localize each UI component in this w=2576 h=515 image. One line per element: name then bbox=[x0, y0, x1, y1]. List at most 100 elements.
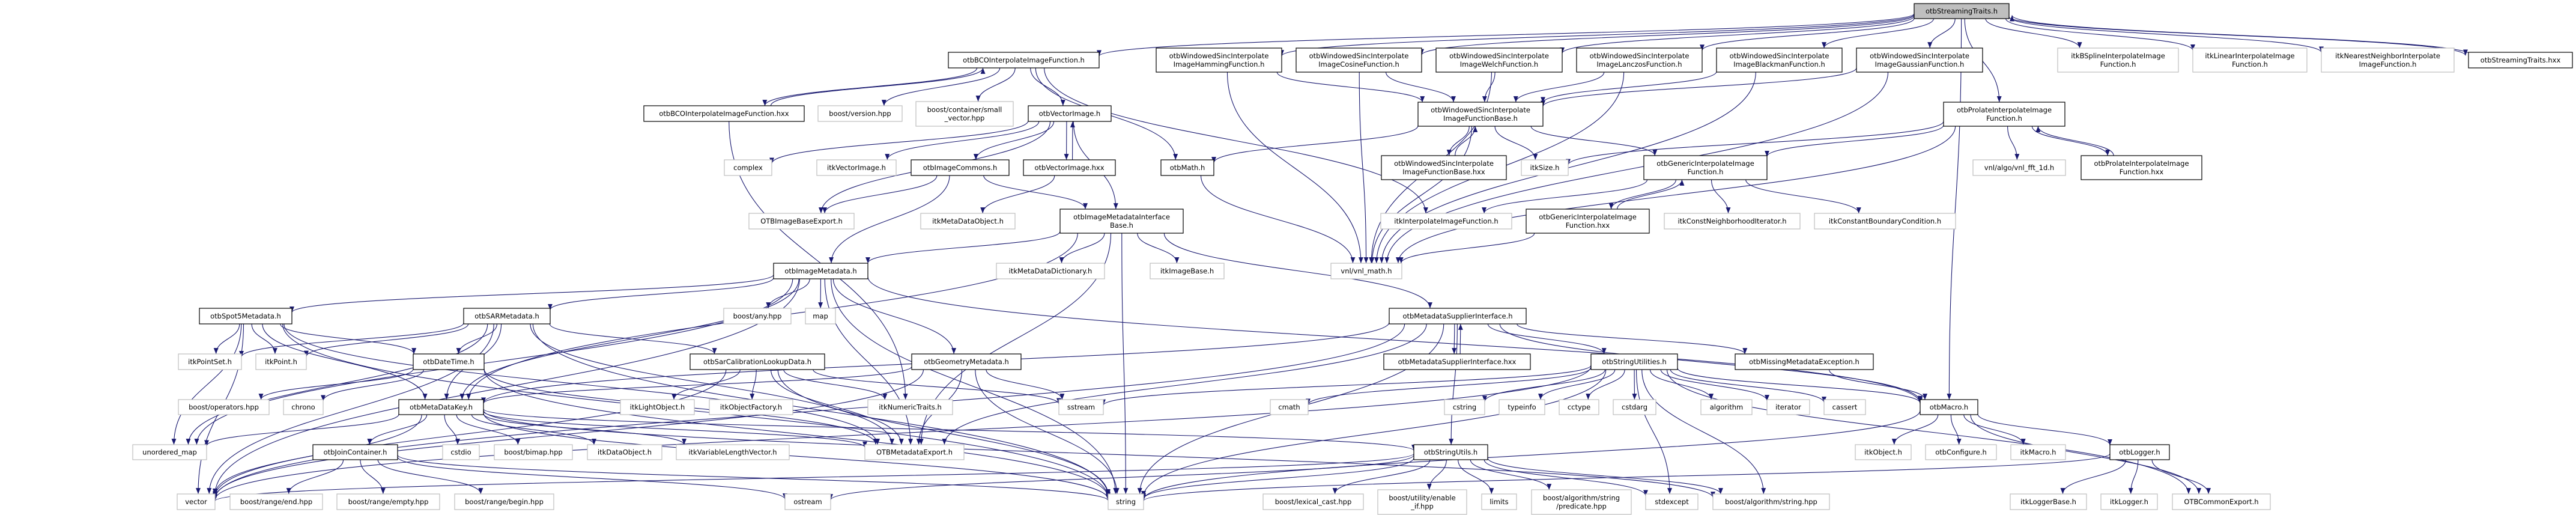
node-sstream[interactable]: sstream bbox=[1058, 399, 1104, 415]
node-mdk[interactable]: otbMetaDataKey.h bbox=[398, 399, 484, 415]
node-vecimghxx[interactable]: otbVectorImage.hxx bbox=[1023, 159, 1116, 176]
node-vecimg[interactable]: otbVectorImage.h bbox=[1028, 105, 1112, 122]
edge-welch-to-wsbase bbox=[1482, 72, 1496, 103]
node-operators[interactable]: boost/operators.hpp bbox=[178, 399, 270, 415]
node-logger[interactable]: otbLogger.h bbox=[2109, 444, 2170, 460]
node-cbc[interactable]: itkConstantBoundaryCondition.h bbox=[1814, 213, 1956, 230]
node-umap[interactable]: unordered_map bbox=[132, 444, 207, 460]
node-stdexcept[interactable]: stdexcept bbox=[1645, 493, 1699, 510]
node-math[interactable]: otbMath.h bbox=[1160, 159, 1214, 176]
node-numtraits[interactable]: itkNumericTraits.h bbox=[867, 399, 953, 415]
node-boostver[interactable]: boost/version.hpp bbox=[817, 105, 903, 122]
node-itkmacro[interactable]: itkMacro.h bbox=[2010, 444, 2066, 460]
node-strutilities[interactable]: otbStringUtilities.h bbox=[1590, 353, 1678, 370]
node-nn[interactable]: itkNearestNeighborInterpolateImageFuncti… bbox=[2321, 47, 2455, 73]
node-strutils[interactable]: otbStringUtils.h bbox=[1413, 444, 1488, 460]
node-geom[interactable]: otbGeometryMetadata.h bbox=[911, 353, 1022, 370]
node-join[interactable]: otbJoinContainer.h bbox=[312, 444, 398, 460]
node-bco[interactable]: otbBCOInterpolateImageFunction.h bbox=[948, 52, 1100, 69]
node-box bbox=[1108, 493, 1144, 510]
node-string[interactable]: string bbox=[1108, 493, 1144, 510]
node-fft[interactable]: vnl/algo/vnl_fft_1d.h bbox=[1972, 159, 2066, 176]
node-root[interactable]: otbStreamingTraits.h bbox=[1914, 3, 2010, 19]
node-cni[interactable]: itkConstNeighborhoodIterator.h bbox=[1664, 213, 1801, 230]
node-imgbase[interactable]: itkImageBase.h bbox=[1150, 263, 1225, 279]
node-datetime[interactable]: otbDateTime.h bbox=[413, 353, 485, 370]
node-chrono[interactable]: chrono bbox=[283, 399, 324, 415]
node-bcohxx[interactable]: otbBCOInterpolateImageFunction.hxx bbox=[643, 105, 805, 122]
node-limits[interactable]: limits bbox=[1481, 493, 1517, 510]
node-enableif[interactable]: boost/utility/enable_if.hpp bbox=[1377, 489, 1467, 515]
node-imgbaseexport[interactable]: OTBImageBaseExport.h bbox=[748, 213, 855, 230]
node-msihxx[interactable]: otbMetadataSupplierInterface.hxx bbox=[1383, 353, 1531, 370]
node-hamming[interactable]: otbWindowedSincInterpolateImageHammingFu… bbox=[1156, 47, 1282, 73]
node-missing[interactable]: otbMissingMetadataException.h bbox=[1735, 353, 1874, 370]
edge-mdk-to-bimap bbox=[456, 414, 521, 445]
node-mddict[interactable]: itkMetaDataDictionary.h bbox=[996, 263, 1105, 279]
node-cmath[interactable]: cmath bbox=[1270, 399, 1309, 415]
node-pointset[interactable]: itkPointSet.h bbox=[178, 353, 242, 370]
node-sarcal[interactable]: otbSarCalibrationLookupData.h bbox=[689, 353, 825, 370]
node-imgcommons[interactable]: otbImageCommons.h bbox=[911, 159, 1010, 176]
node-lexcast[interactable]: boost/lexical_cast.hpp bbox=[1262, 493, 1364, 510]
node-point[interactable]: itkPoint.h bbox=[255, 353, 307, 370]
node-cstdio[interactable]: cstdio bbox=[442, 444, 480, 460]
node-vnlmath[interactable]: vnl/vnl_math.h bbox=[1330, 263, 1402, 279]
node-itkvecimg[interactable]: itkVectorImage.h bbox=[816, 159, 897, 176]
node-cstdarg[interactable]: cstdarg bbox=[1613, 399, 1656, 415]
node-itkobject[interactable]: itkObject.h bbox=[1855, 444, 1912, 460]
node-macro[interactable]: otbMacro.h bbox=[1920, 399, 1978, 415]
node-rempty[interactable]: boost/range/empty.hpp bbox=[336, 493, 440, 510]
node-cosine[interactable]: otbWindowedSincInterpolateImageCosineFun… bbox=[1296, 47, 1422, 73]
node-blackman[interactable]: otbWindowedSincInterpolateImageBlackmanF… bbox=[1716, 47, 1843, 73]
node-varlen[interactable]: itkVariableLengthVector.h bbox=[676, 444, 790, 460]
node-predicate[interactable]: boost/algorithm/string/predicate.hpp bbox=[1531, 489, 1632, 515]
node-lightobj[interactable]: itkLightObject.h bbox=[620, 399, 695, 415]
node-bimap[interactable]: boost/bimap.hpp bbox=[494, 444, 573, 460]
node-rbegin[interactable]: boost/range/begin.hpp bbox=[454, 493, 554, 510]
node-msi[interactable]: otbMetadataSupplierInterface.h bbox=[1389, 308, 1527, 325]
node-algostring[interactable]: boost/algorithm/string.hpp bbox=[1712, 493, 1830, 510]
node-itklogger[interactable]: itkLogger.h bbox=[2100, 493, 2158, 510]
node-spot5[interactable]: otbSpot5Metadata.h bbox=[199, 308, 292, 325]
node-dataobj[interactable]: itkDataObject.h bbox=[587, 444, 662, 460]
node-cctype[interactable]: cctype bbox=[1559, 399, 1599, 415]
node-itksize[interactable]: itkSize.h bbox=[1521, 159, 1569, 176]
node-vector[interactable]: vector bbox=[177, 493, 216, 510]
node-map[interactable]: map bbox=[805, 308, 836, 325]
node-itkinterp[interactable]: itkInterpolateImageFunction.h bbox=[1380, 213, 1512, 230]
node-lanczos[interactable]: otbWindowedSincInterpolateImageLanczosFu… bbox=[1576, 47, 1703, 73]
node-wsbase[interactable]: otbWindowedSincInterpolateImageFunctionB… bbox=[1417, 102, 1544, 127]
node-sar[interactable]: otbSARMetadata.h bbox=[463, 308, 551, 325]
node-gaussian[interactable]: otbWindowedSincInterpolateImageGaussianF… bbox=[1856, 47, 1983, 73]
node-wsbasehxx[interactable]: otbWindowedSincInterpolateImageFunctionB… bbox=[1381, 155, 1507, 180]
node-smallvec[interactable]: boost/container/small_vector.hpp bbox=[915, 101, 1014, 127]
node-typeinfo[interactable]: typeinfo bbox=[1499, 399, 1545, 415]
node-cassert[interactable]: cassert bbox=[1823, 399, 1866, 415]
node-cstring[interactable]: cstring bbox=[1444, 399, 1485, 415]
node-welch[interactable]: otbWindowedSincInterpolateImageWelchFunc… bbox=[1435, 47, 1563, 73]
node-imgmd[interactable]: otbImageMetadata.h bbox=[773, 263, 868, 279]
node-mdexport[interactable]: OTBMetadataExport.h bbox=[864, 444, 965, 460]
edge-root-to-cosine bbox=[1419, 14, 1915, 55]
node-iterator[interactable]: iterator bbox=[1766, 399, 1810, 415]
node-objfactory[interactable]: itkObjectFactory.h bbox=[709, 399, 793, 415]
node-configure[interactable]: otbConfigure.h bbox=[1925, 444, 1997, 460]
node-boostany[interactable]: boost/any.hpp bbox=[723, 308, 792, 325]
node-sthxx[interactable]: otbStreamingTraits.hxx bbox=[2468, 52, 2573, 69]
node-algorithm[interactable]: algorithm bbox=[1700, 399, 1753, 415]
node-rend[interactable]: boost/range/end.hpp bbox=[229, 493, 323, 510]
node-loggerbase[interactable]: itkLoggerBase.h bbox=[2010, 493, 2087, 510]
node-commonexport[interactable]: OTBCommonExport.h bbox=[2172, 493, 2271, 510]
node-complex[interactable]: complex bbox=[724, 159, 772, 176]
node-ostream[interactable]: ostream bbox=[784, 493, 831, 510]
node-box bbox=[398, 399, 484, 415]
node-mdobj[interactable]: itkMetaDataObject.h bbox=[920, 213, 1016, 230]
